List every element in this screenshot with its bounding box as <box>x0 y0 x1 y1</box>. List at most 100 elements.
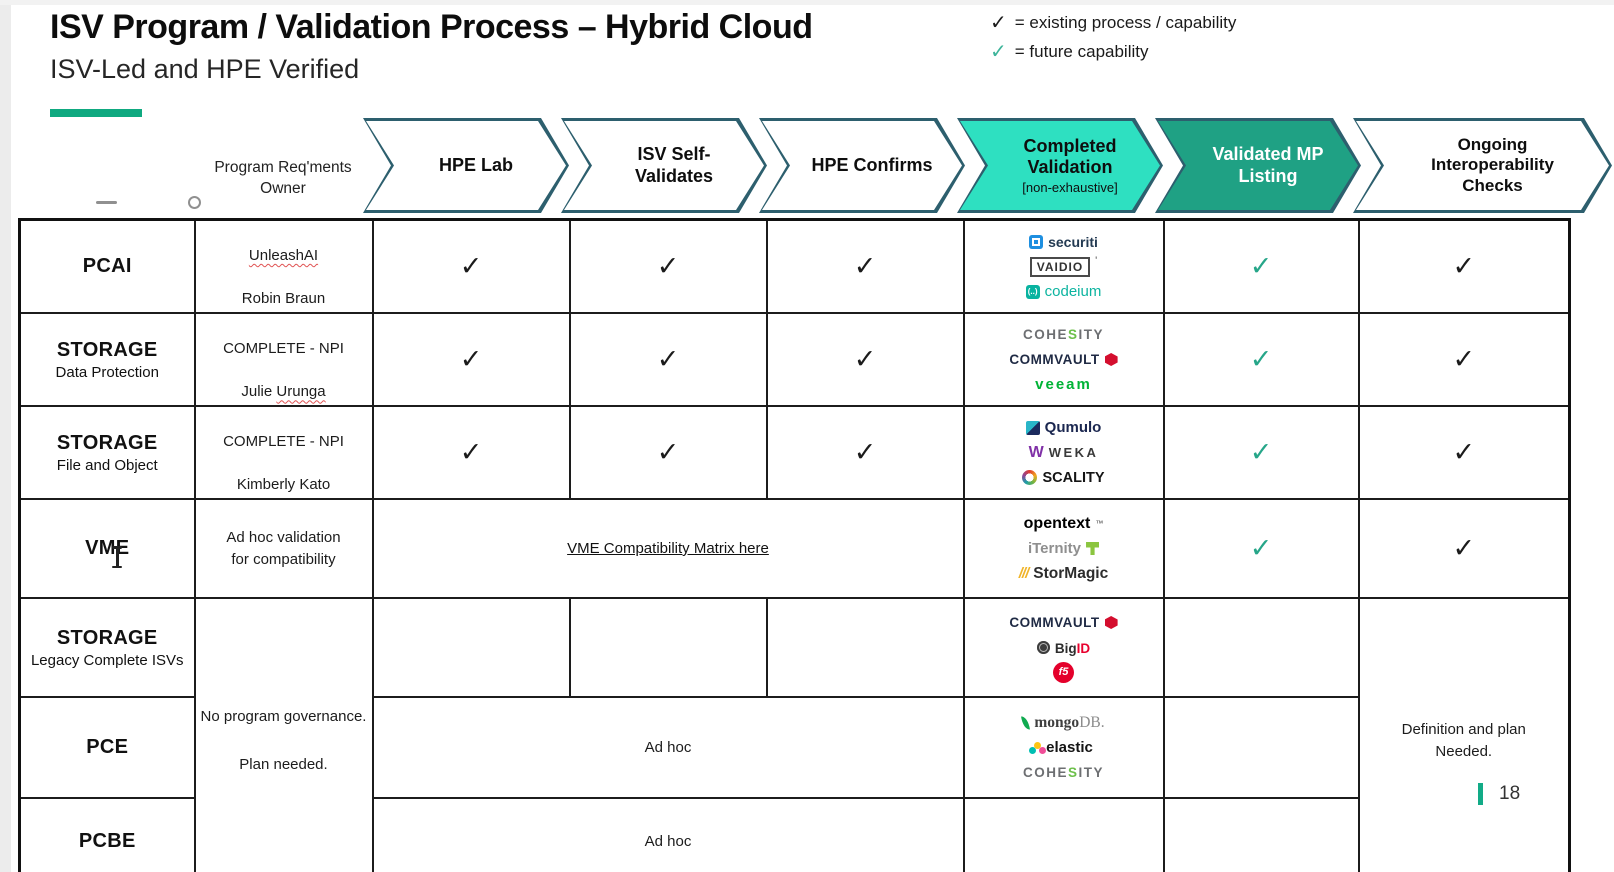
check-pcai-hpe-confirms: ✓ <box>765 218 965 314</box>
cell-storage-legacy-hpe-lab <box>371 597 571 698</box>
screenshot-top-edge <box>0 0 1614 5</box>
owner-line: COMPLETE - NPI <box>223 432 344 450</box>
chevron-validated-mp-listing-label: Validated MP Listing <box>1212 144 1324 186</box>
vme-matrix-cell: VME Compatibility Matrix here <box>371 498 965 599</box>
check-storage-dp-hpe-lab: ✓ <box>371 312 571 407</box>
category-sublabel: Data Protection <box>55 363 159 381</box>
green-check-icon: ✓ <box>990 40 1007 63</box>
chevron-hpe-lab: HPE Lab <box>363 118 569 213</box>
iternity-logo: iTernity <box>1028 537 1100 560</box>
pcbe-adhoc-cell: Ad hoc <box>371 797 965 872</box>
logos-storage-dp: COHESITY COMMVAULT veeam <box>962 312 1165 407</box>
category-sublabel: Legacy Complete ISVs <box>30 651 184 669</box>
table-row-pce: PCE Ad hoc mongoDB. elastic <box>18 696 1570 799</box>
owner-vme: Ad hoc validation for compatibility <box>193 498 374 599</box>
cell-storage-legacy-isv-self <box>568 597 768 698</box>
logos-pcai: securiti VAIDIO ' (..) codeium <box>962 218 1165 314</box>
check-storage-fo-ongoing: ✓ <box>1357 405 1571 500</box>
check-storage-dp-ongoing: ✓ <box>1357 312 1571 407</box>
table-row-vme: VME Ad hoc validation for compatibility … <box>18 498 1571 599</box>
owner-line: Robin Braun <box>241 290 326 308</box>
codeium-icon: (..) <box>1025 284 1040 299</box>
commvault-logo: COMMVAULT <box>1009 348 1118 371</box>
owner-line: UnleashAI <box>248 246 319 264</box>
black-check-icon: ✓ <box>990 11 1007 34</box>
owner-column-header: Program Req'ments Owner <box>214 159 352 197</box>
circle-artifact <box>188 196 201 209</box>
category-label: STORAGE <box>56 626 158 649</box>
category-label: STORAGE <box>56 431 158 454</box>
owner-storage-fo: COMPLETE - NPI Kimberly Kato <box>193 405 374 500</box>
check-storage-fo-validated-mp: ✓ <box>1162 405 1360 500</box>
qumulo-icon <box>1025 420 1040 435</box>
mongodb-logo: mongoDB. <box>1021 711 1105 734</box>
screenshot-left-edge <box>0 0 11 872</box>
commvault-icon <box>1104 353 1118 366</box>
check-storage-fo-isv-self: ✓ <box>568 405 768 500</box>
commvault-logo: COMMVAULT <box>1009 611 1118 634</box>
owner-pcai: UnleashAI Robin Braun <box>193 218 374 314</box>
check-storage-dp-validated-mp: ✓ <box>1162 312 1360 407</box>
stormagic-logo: /// StorMagic <box>1018 564 1109 582</box>
table-row-storage-dp: STORAGE Data Protection COMPLETE - NPI J… <box>18 312 1571 407</box>
stormagic-icon: /// <box>1018 565 1029 582</box>
chevron-validated-mp-listing: Validated MP Listing <box>1155 118 1361 213</box>
check-storage-dp-isv-self: ✓ <box>568 312 768 407</box>
logos-storage-fo: Qumulo W WEKA SCALITY <box>962 405 1165 500</box>
cohesity-logo: COHESITY <box>1022 327 1105 342</box>
bigid-logo: BigID <box>1036 636 1090 659</box>
vaidio-logo: VAIDIO ' <box>1029 255 1097 278</box>
table-row-pcbe: PCBE Ad hoc <box>18 797 1570 872</box>
bigid-icon <box>1036 641 1050 654</box>
owner-line: Julie <box>241 383 277 401</box>
logos-pce: mongoDB. elastic COHESITY <box>962 696 1165 799</box>
logos-storage-legacy: COMMVAULT BigID f5 <box>962 597 1165 698</box>
page-subtitle: ISV-Led and HPE Verified <box>50 54 360 84</box>
slide-page-number: 18 <box>1478 783 1520 805</box>
category-pce: PCE <box>18 696 196 799</box>
dash-artifact <box>96 201 117 204</box>
chevron-completed-validation: Completed Validation [non-exhaustive] <box>957 118 1163 213</box>
category-vme: VME <box>18 498 196 599</box>
category-storage-fo: STORAGE File and Object <box>18 405 196 500</box>
pce-adhoc-cell: Ad hoc <box>371 696 965 799</box>
category-pcbe: PCBE <box>18 797 196 872</box>
text-cursor <box>110 546 124 568</box>
cohesity-logo: COHESITY <box>1022 765 1105 780</box>
hpe-accent-bar <box>1478 783 1483 805</box>
veeam-logo: veeam <box>1035 376 1092 393</box>
vme-compatibility-matrix-link[interactable]: VME Compatibility Matrix here <box>567 540 769 557</box>
check-storage-dp-hpe-confirms: ✓ <box>765 312 965 407</box>
cell-pcbe-completed-validation <box>962 797 1165 872</box>
check-vme-ongoing: ✓ <box>1357 498 1571 599</box>
category-storage-dp: STORAGE Data Protection <box>18 312 196 407</box>
check-pcai-ongoing: ✓ <box>1357 218 1571 314</box>
cell-pce-validated-mp <box>1162 696 1360 799</box>
mongodb-leaf-icon <box>1021 715 1031 730</box>
check-pcai-isv-self: ✓ <box>568 218 768 314</box>
commvault-icon <box>1104 616 1118 629</box>
table-row-storage-fo: STORAGE File and Object COMPLETE - NPI K… <box>18 405 1571 500</box>
f5-icon: f5 <box>1053 662 1074 683</box>
securiti-logo: securiti <box>1029 230 1098 253</box>
elastic-logo: elastic <box>1034 736 1093 759</box>
definition-plan-cell: Definition and plan Needed. <box>1357 597 1571 872</box>
validation-table: PCAI UnleashAI Robin Braun ✓ ✓ ✓ securit… <box>18 218 1571 872</box>
hpe-green-rule <box>50 109 142 117</box>
legend-future-label: = future capability <box>1014 41 1149 61</box>
check-vme-validated-mp: ✓ <box>1162 498 1360 599</box>
chevron-completed-validation-caption: [non-exhaustive] <box>1022 180 1118 196</box>
cell-pcbe-validated-mp <box>1162 797 1360 872</box>
codeium-logo: (..) codeium <box>1025 280 1101 303</box>
cell-storage-legacy-validated-mp <box>1162 597 1360 698</box>
category-label: STORAGE <box>56 338 158 361</box>
scality-icon <box>1022 470 1038 485</box>
f5-logo: f5 <box>1053 661 1074 684</box>
weka-icon: W <box>1028 443 1044 461</box>
scality-logo: SCALITY <box>1022 466 1105 489</box>
page-title: ISV Program / Validation Process – Hybri… <box>50 8 813 46</box>
check-pcai-hpe-lab: ✓ <box>371 218 571 314</box>
check-pcai-validated-mp: ✓ <box>1162 218 1360 314</box>
